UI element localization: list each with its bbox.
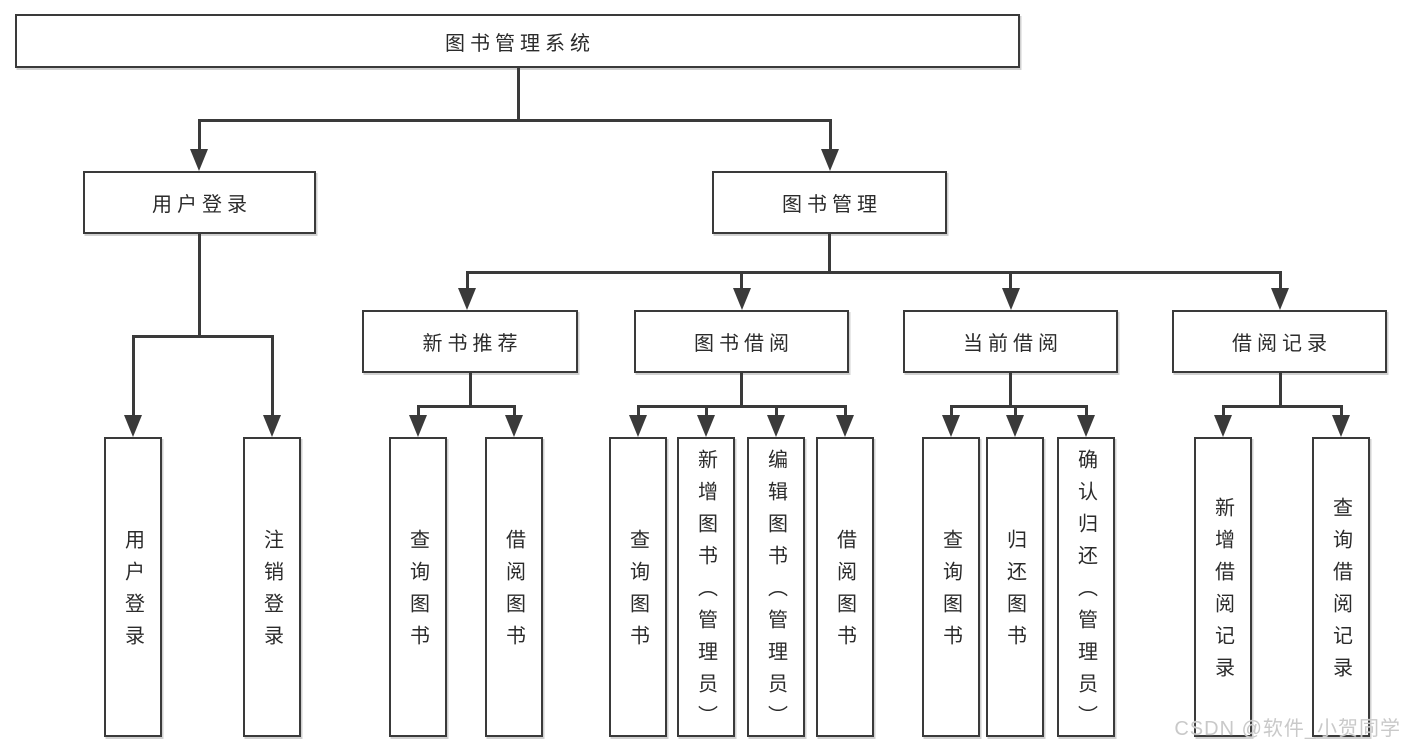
- connector-line: [636, 405, 847, 408]
- connector-line: [704, 405, 708, 419]
- connector-line: [468, 373, 472, 408]
- leaf-label: 借阅图书: [833, 529, 856, 657]
- node-book-borrow: 图书借阅: [634, 310, 849, 373]
- connector-line: [516, 68, 520, 122]
- connector-line: [636, 405, 640, 419]
- node-root-label: 图书管理系统: [445, 32, 595, 55]
- node-book-mgmt-label: 图书管理: [782, 194, 882, 216]
- arrow-down-icon: [1006, 415, 1024, 437]
- connector-line: [1278, 271, 1282, 291]
- arrow-down-icon: [1332, 415, 1350, 437]
- connector-line: [1339, 405, 1343, 419]
- arrow-down-icon: [697, 415, 715, 437]
- arrow-down-icon: [505, 415, 523, 437]
- leaf-new-books-borrow: 借阅图书: [485, 437, 543, 737]
- leaf-current-return: 归还图书: [986, 437, 1044, 737]
- leaf-borrow-query: 查询图书: [609, 437, 667, 737]
- arrow-down-icon: [1001, 288, 1020, 310]
- connector-line: [1009, 373, 1012, 408]
- node-borrow-records: 借阅记录: [1172, 310, 1387, 373]
- connector-line: [197, 119, 832, 122]
- leaf-borrow-borrow: 借阅图书: [816, 437, 874, 737]
- node-current-borrow: 当前借阅: [903, 310, 1118, 373]
- leaf-label: 归还图书: [1003, 529, 1026, 657]
- connector-line: [270, 335, 274, 417]
- connector-line: [465, 271, 469, 291]
- connector-line: [843, 405, 847, 419]
- leaf-new-books-query: 查询图书: [389, 437, 447, 737]
- connector-line: [1009, 271, 1012, 291]
- leaf-label: 查询图书: [939, 529, 962, 657]
- connector-line: [198, 234, 201, 337]
- leaf-borrow-add: 新增图书（管理员）: [677, 437, 735, 737]
- connector-line: [465, 271, 1282, 274]
- connector-line: [740, 271, 743, 291]
- connector-line: [774, 405, 778, 419]
- node-borrow-records-label: 借阅记录: [1232, 333, 1332, 355]
- arrow-down-icon: [942, 415, 960, 437]
- watermark: CSDN @软件_小贺同学: [1174, 718, 1401, 740]
- node-user-login: 用户登录: [83, 171, 316, 234]
- leaf-label: 借阅图书: [502, 529, 525, 657]
- connector-line: [1278, 373, 1282, 408]
- arrow-down-icon: [409, 415, 427, 437]
- arrow-down-icon: [821, 149, 839, 171]
- leaf-label: 新增借阅记录: [1211, 497, 1234, 689]
- leaf-label: 注销登录: [260, 529, 283, 657]
- arrow-down-icon: [458, 288, 476, 310]
- leaf-borrow-edit: 编辑图书（管理员）: [747, 437, 805, 737]
- leaf-label: 用户登录: [121, 529, 144, 657]
- connector-line: [828, 119, 832, 153]
- leaf-label: 确认归还（管理员）: [1074, 449, 1097, 737]
- node-new-books-label: 新书推荐: [422, 333, 523, 355]
- connector-line: [828, 234, 831, 273]
- leaf-label: 查询图书: [406, 529, 429, 657]
- connector-line: [1084, 405, 1088, 419]
- arrow-down-icon: [836, 415, 854, 437]
- arrow-down-icon: [732, 288, 751, 310]
- connector-line: [1013, 405, 1017, 419]
- arrow-down-icon: [190, 149, 208, 171]
- node-book-mgmt: 图书管理: [712, 171, 947, 234]
- node-current-borrow-label: 当前借阅: [963, 333, 1063, 355]
- arrow-down-icon: [1077, 415, 1095, 437]
- arrow-down-icon: [1214, 415, 1232, 437]
- arrow-down-icon: [629, 415, 647, 437]
- connector-line: [512, 405, 516, 419]
- node-root: 图书管理系统: [15, 14, 1020, 68]
- arrow-down-icon: [767, 415, 785, 437]
- connector-line: [197, 119, 201, 153]
- connector-line: [740, 373, 743, 408]
- leaf-label: 查询借阅记录: [1329, 497, 1352, 689]
- connector-line: [131, 335, 135, 417]
- arrow-down-icon: [124, 415, 142, 437]
- connector-line: [1221, 405, 1225, 419]
- node-new-books: 新书推荐: [362, 310, 578, 373]
- leaf-current-query: 查询图书: [922, 437, 980, 737]
- leaf-current-confirm: 确认归还（管理员）: [1057, 437, 1115, 737]
- connector-line: [416, 405, 420, 419]
- leaf-label: 查询图书: [626, 529, 649, 657]
- connector-line: [949, 405, 953, 419]
- connector-line: [949, 405, 1088, 408]
- leaf-logout: 注销登录: [243, 437, 301, 737]
- node-user-login-label: 用户登录: [152, 194, 252, 216]
- leaf-records-add: 新增借阅记录: [1194, 437, 1252, 737]
- node-book-borrow-label: 图书借阅: [694, 333, 794, 355]
- arrow-down-icon: [263, 415, 281, 437]
- leaf-label: 编辑图书（管理员）: [764, 449, 787, 737]
- leaf-label: 新增图书（管理员）: [694, 449, 717, 737]
- leaf-records-query: 查询借阅记录: [1312, 437, 1370, 737]
- connector-line: [1221, 405, 1343, 408]
- arrow-down-icon: [1271, 288, 1289, 310]
- leaf-user-login: 用户登录: [104, 437, 162, 737]
- connector-line: [416, 405, 516, 408]
- connector-line: [131, 335, 274, 338]
